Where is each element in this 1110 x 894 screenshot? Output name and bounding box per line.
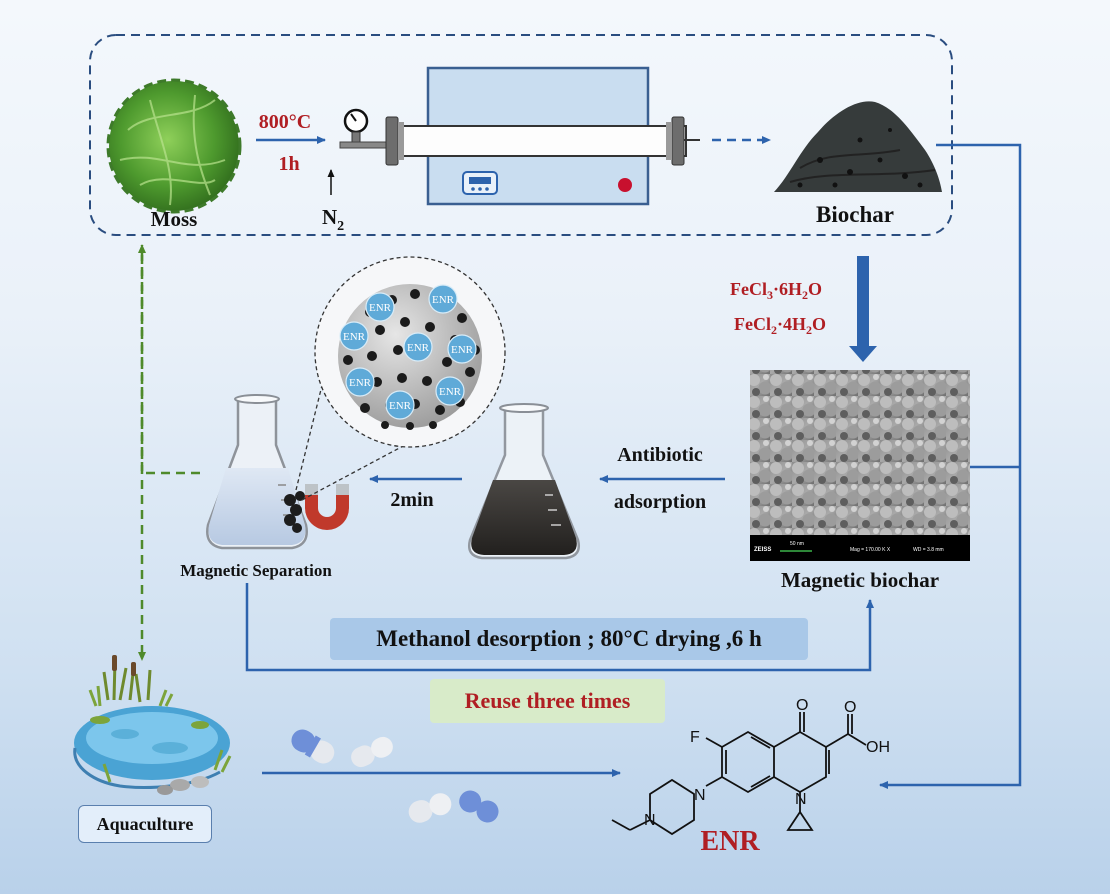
adsorption-flask [468,403,580,560]
reagent-fecl2-label: FeCl2·4H2O [734,314,826,337]
enr-particle-label: ENR [389,400,412,412]
moss-label: Moss [151,207,198,231]
biochar-pile [774,101,942,192]
aquaculture-label: Aquaculture [78,805,212,843]
atom-f: F [690,729,700,746]
enr-label: ENR [700,826,760,857]
path-biochar-to-enr [879,143,1022,789]
pressure-gauge-icon [339,108,387,149]
duration-label: 2min [390,489,433,511]
capsule-icon [351,736,393,768]
enr-particle-label: ENR [343,331,366,343]
atom-n-ethyl: N [644,812,656,829]
separation-flask [206,394,308,550]
production-dashed-box [89,34,953,236]
aquaculture-pond [73,655,232,795]
time-label: 1h [278,153,299,175]
moss-image [106,78,242,214]
magnet-icon [305,484,349,530]
magnetic-biochar-label: Magnetic biochar [781,568,939,592]
adsorption-label: adsorption [614,491,706,513]
atom-o-ketone: O [796,697,808,714]
biochar-label: Biochar [816,202,894,227]
reagent-fecl3-label: FeCl3·6H2O [730,279,822,302]
magnetic-separation-label: Magnetic Separation [180,561,332,580]
enr-particle-label: ENR [369,302,392,314]
enr-particle-label: ENR [439,386,462,398]
sem-scale: 50 nm [790,541,804,547]
path-reuse-loop [245,583,874,672]
sem-image: ZEISS 50 nm Mag = 170.00 K X WD = 3.8 mm [750,370,970,561]
temperature-label: 800°C [259,111,311,133]
reuse-box: Reuse three times [430,679,665,723]
arrow-biochar-to-magnetic [849,256,877,362]
zoom-line-bottom [301,436,421,501]
enr-molecule-atoms: O O OH F N N N [644,697,890,829]
sem-mag: Mag = 170.00 K X [850,547,891,553]
enr-molecule [611,712,867,836]
atom-n-ring: N [795,791,807,808]
methanol-desorption-box: Methanol desorption ; 80°C drying ,6 h [330,618,808,660]
antibiotic-label: Antibiotic [617,444,703,466]
enr-particle-label: ENR [451,344,474,356]
tube-furnace [385,66,700,206]
atom-n-piperazine: N [694,787,706,804]
atom-o-acid: O [844,699,856,716]
atom-oh: OH [866,739,890,756]
enr-particle-label: ENR [432,294,455,306]
n2-label: N2 [322,205,344,234]
sem-brand: ZEISS [754,547,771,553]
enr-adsorbed-particle: ENR ENR ENR ENR ENR ENR ENR ENR [314,256,506,448]
enr-particle-label: ENR [349,377,372,389]
capsule-icon [459,790,499,823]
enr-particle-label: ENR [407,342,430,354]
zoom-line-top [295,304,343,491]
sem-wd: WD = 3.8 mm [913,547,944,553]
capsule-icon [291,729,335,764]
capsule-icon [408,793,452,823]
path-green-recycle [138,244,200,475]
